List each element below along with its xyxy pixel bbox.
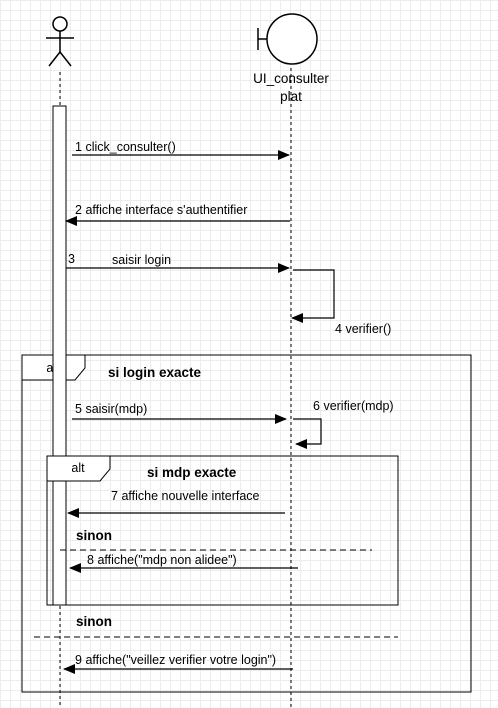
- actor-figure: [46, 16, 74, 67]
- boundary-icon: [257, 13, 318, 65]
- message-7-label: 7 affiche nouvelle interface: [111, 489, 260, 503]
- alt-else-inner: sinon: [76, 528, 112, 543]
- message-3-number: 3: [68, 252, 75, 266]
- alt-operator-inner: alt: [71, 461, 85, 475]
- message-4-arrow: [291, 269, 335, 323]
- message-4-label: 4 verifier(): [335, 322, 391, 336]
- message-3-label: saisir login: [112, 253, 171, 267]
- message-8-label: 8 affiche("mdp non alidee"): [87, 553, 237, 567]
- boundary-label-line1: UI_consulter: [253, 71, 329, 86]
- message-5-label: 5 saisir(mdp): [75, 402, 147, 416]
- boundary-label-line2: plat: [280, 89, 302, 104]
- alt-fragment-outer: [21, 354, 472, 693]
- message-6-arrow: [293, 418, 322, 449]
- message-2-label: 2 affiche interface s'authentifier: [75, 203, 247, 217]
- alt-else-outer: sinon: [76, 614, 112, 629]
- message-9-label: 9 affiche("veillez verifier votre login"…: [75, 653, 276, 667]
- alt-guard-outer: si login exacte: [108, 365, 202, 380]
- message-6-label: 6 verifier(mdp): [313, 399, 394, 413]
- alt-guard-inner: si mdp exacte: [147, 465, 237, 480]
- message-1-label: 1 click_consulter(): [75, 140, 176, 154]
- actor-activation-bar: [52, 105, 67, 606]
- alt-fragment-inner: [46, 455, 399, 606]
- alt-operator-box-inner: [46, 455, 111, 482]
